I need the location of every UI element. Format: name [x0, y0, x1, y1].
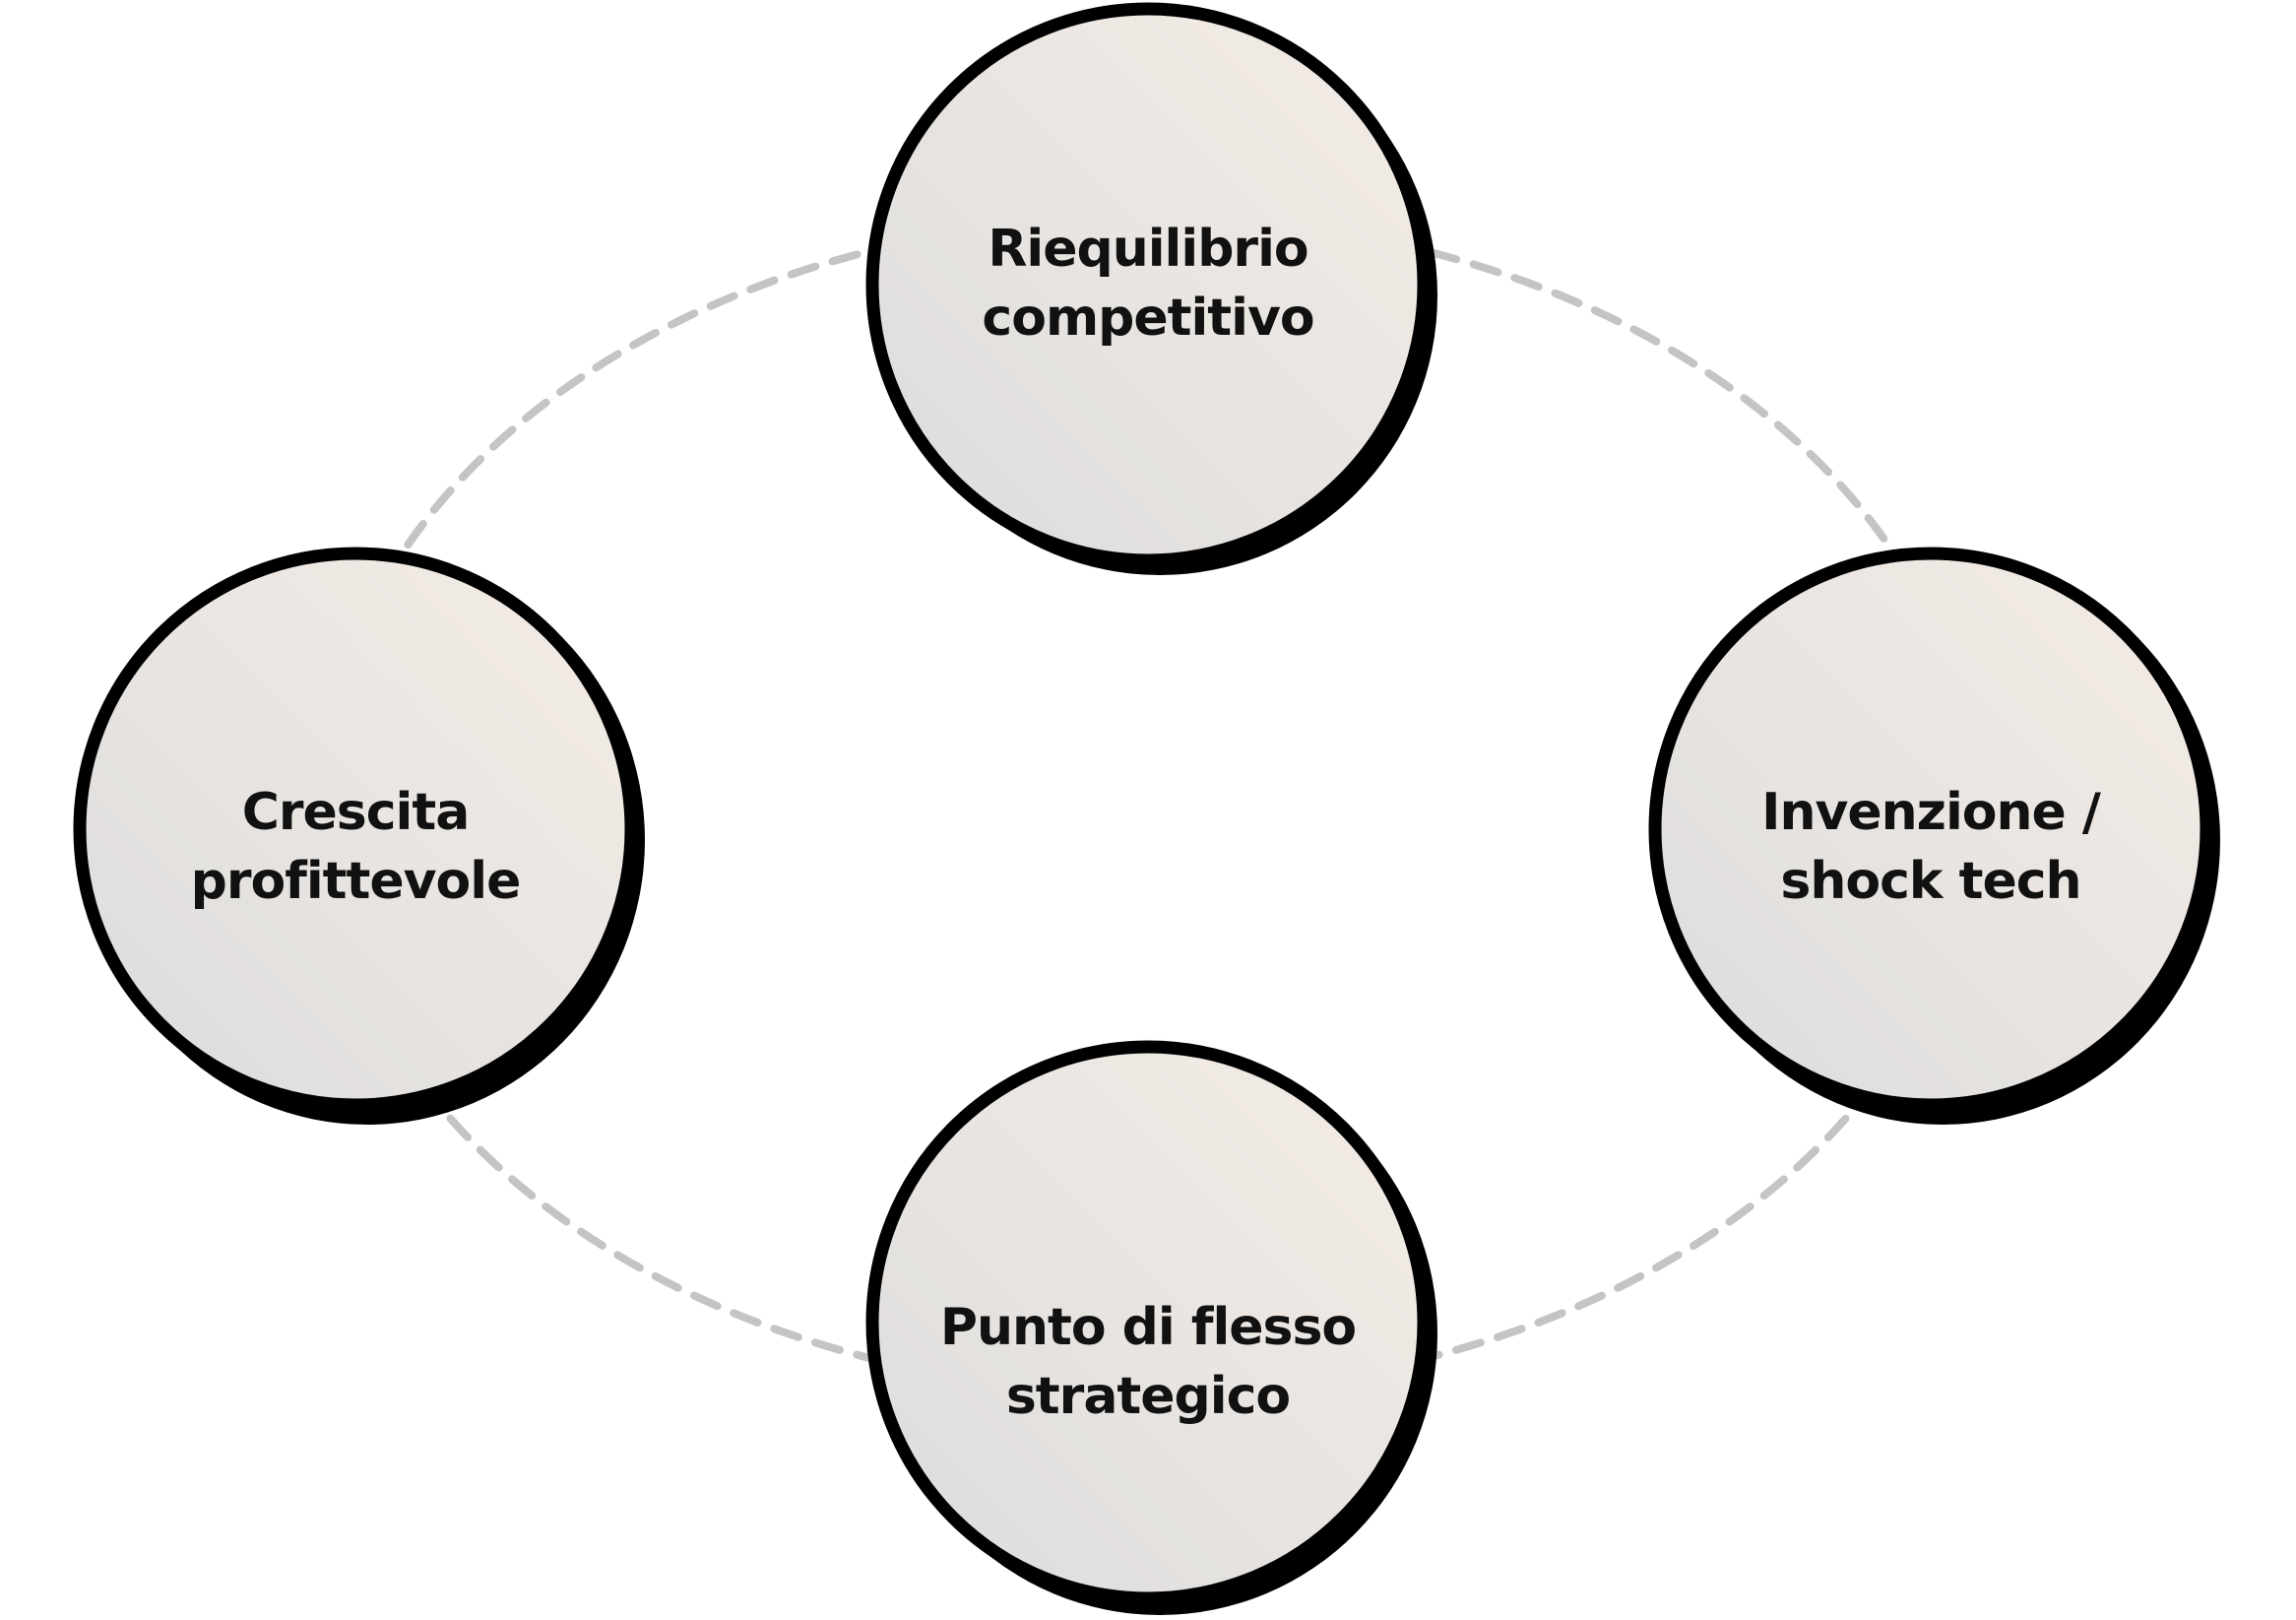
node-circle	[865, 2, 1431, 567]
node-circle	[1648, 547, 2213, 1112]
cycle-node-bottom: Punto di flesso strategico	[865, 1040, 1437, 1615]
cycle-node-top: Riequilibrio competitivo	[865, 2, 1437, 575]
node-label: shock tech	[1780, 852, 2080, 911]
node-circle	[865, 1040, 1431, 1605]
node-label: Punto di flesso	[940, 1298, 1356, 1357]
node-label: competitivo	[982, 289, 1313, 348]
cycle-node-right: Invenzione / shock tech	[1648, 547, 2220, 1125]
node-label: strategico	[1006, 1367, 1290, 1426]
node-circle	[73, 547, 638, 1112]
node-label: Riequilibrio	[988, 220, 1307, 279]
cycle-node-left: Crescita profittevole	[73, 547, 645, 1125]
node-label: Invenzione /	[1761, 783, 2101, 842]
node-label: Crescita	[242, 783, 470, 842]
node-label: profittevole	[191, 852, 521, 911]
